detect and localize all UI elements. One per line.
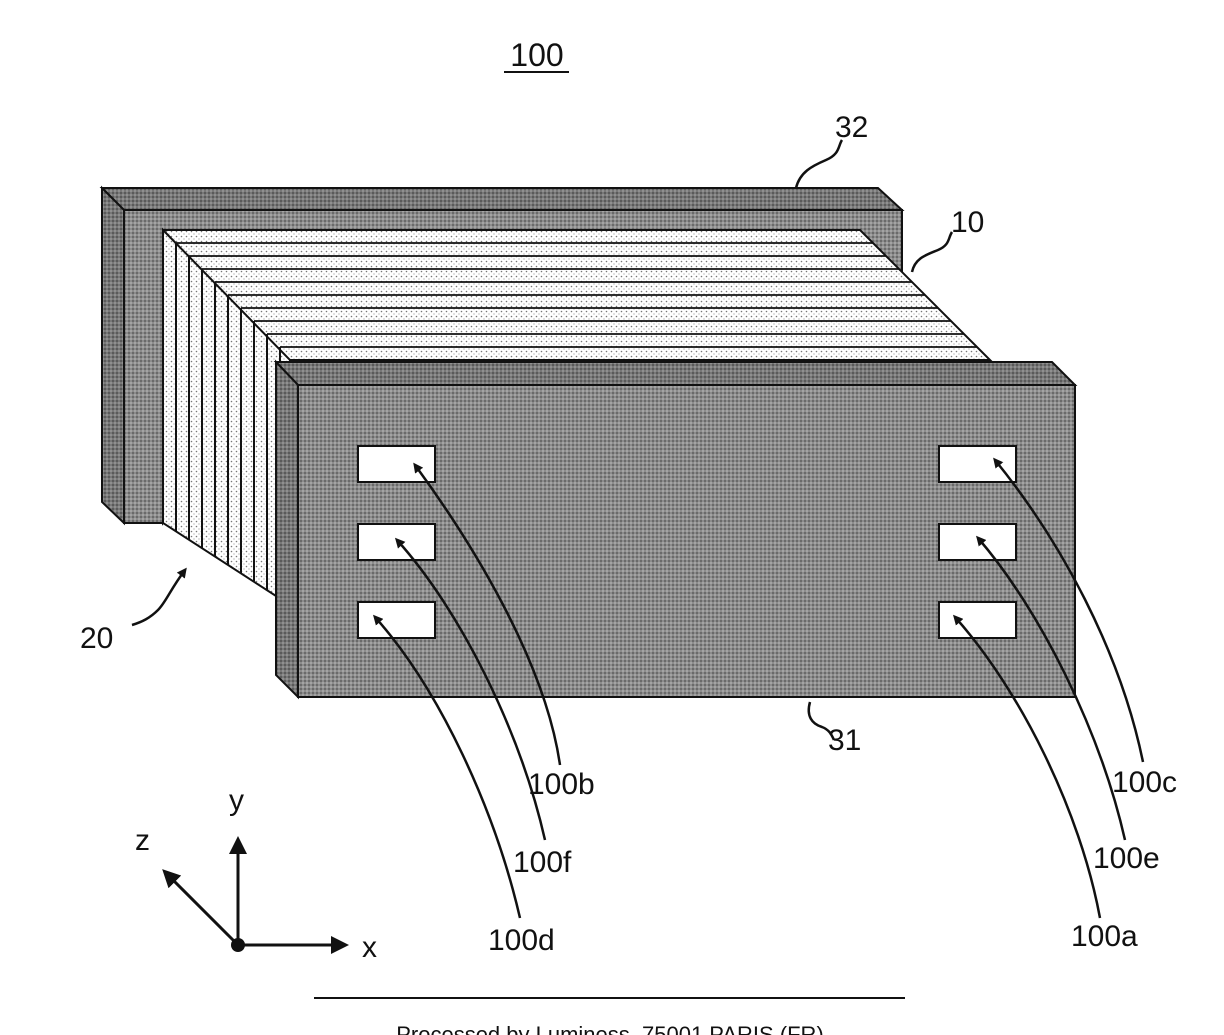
label-100c: 100c	[1112, 766, 1177, 799]
port-100a	[939, 602, 1016, 638]
leader-20	[132, 570, 185, 625]
label-100e: 100e	[1093, 842, 1160, 875]
coordinate-axes: y x z	[135, 784, 377, 964]
label-100b: 100b	[528, 768, 595, 801]
port-100d	[358, 602, 435, 638]
footer-text: Processed by Luminess, 75001 PARIS (FR)	[396, 1022, 824, 1035]
figure-title: 100	[504, 37, 569, 73]
axis-label-y: y	[229, 784, 244, 817]
axis-label-z: z	[135, 824, 150, 857]
leader-10	[912, 232, 952, 272]
leader-32	[796, 140, 842, 188]
label-32: 32	[835, 111, 868, 144]
axes-origin	[231, 938, 245, 952]
figure-number: 100	[510, 37, 563, 73]
axis-label-x: x	[362, 931, 377, 964]
label-20: 20	[80, 622, 113, 655]
label-100d: 100d	[488, 924, 555, 957]
port-100f	[358, 524, 435, 560]
label-10: 10	[951, 206, 984, 239]
label-100f: 100f	[513, 846, 572, 879]
label-31: 31	[828, 724, 861, 757]
z-axis-arrow	[165, 872, 238, 945]
port-100c	[939, 446, 1016, 482]
label-100a: 100a	[1071, 920, 1138, 953]
port-100e	[939, 524, 1016, 560]
